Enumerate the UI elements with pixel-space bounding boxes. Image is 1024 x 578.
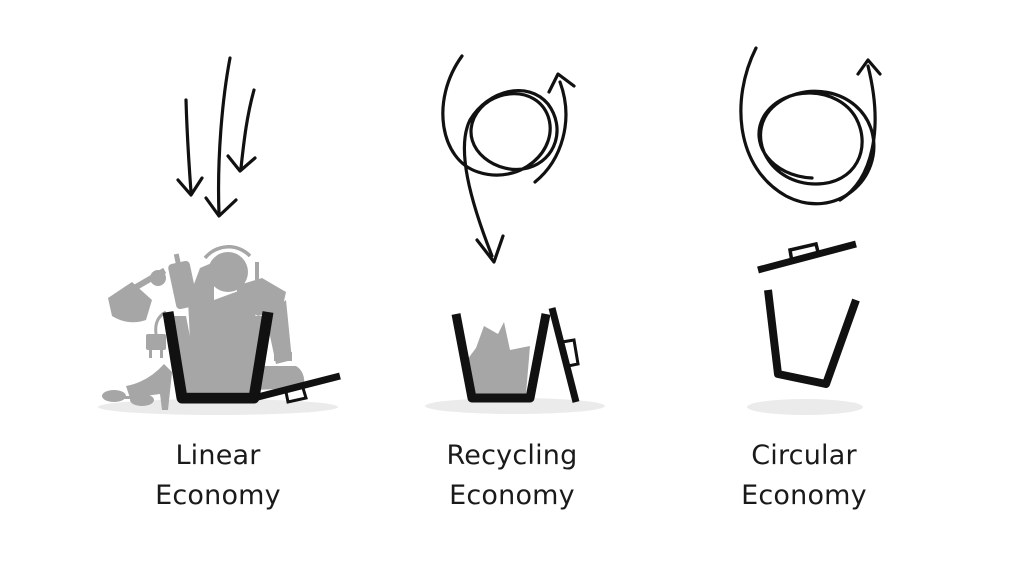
linear-economy-panel — [98, 56, 341, 415]
circular-label-line1: Circular — [751, 440, 857, 471]
garbage-pile-icon — [102, 245, 305, 410]
circular-economy-label: Circular Economy — [674, 436, 934, 516]
recycling-label-line1: Recycling — [446, 440, 578, 471]
linear-economy-label: Linear Economy — [88, 436, 348, 516]
floor-shadow — [747, 399, 863, 415]
linear-label-line2: Economy — [155, 480, 281, 511]
recycling-economy-label: Recycling Economy — [382, 436, 642, 516]
circular-economy-panel — [739, 46, 882, 415]
floating-lid-icon — [757, 240, 857, 274]
floor-shadow — [98, 399, 338, 415]
open-lid-icon — [253, 372, 341, 404]
overflowing-trash-bin-icon — [162, 311, 274, 404]
linear-label-line1: Linear — [175, 440, 261, 471]
looping-arrow-icon — [441, 54, 576, 264]
circular-label-line2: Economy — [741, 480, 867, 511]
recycling-label-line2: Economy — [449, 480, 575, 511]
open-lid-icon — [548, 307, 580, 403]
partly-filled-trash-bin-icon — [451, 313, 551, 403]
circular-arrow-icon — [739, 46, 882, 206]
recycling-economy-panel — [425, 54, 605, 414]
straight-arrows-icon — [176, 56, 257, 218]
empty-trash-bin-icon — [764, 289, 860, 388]
